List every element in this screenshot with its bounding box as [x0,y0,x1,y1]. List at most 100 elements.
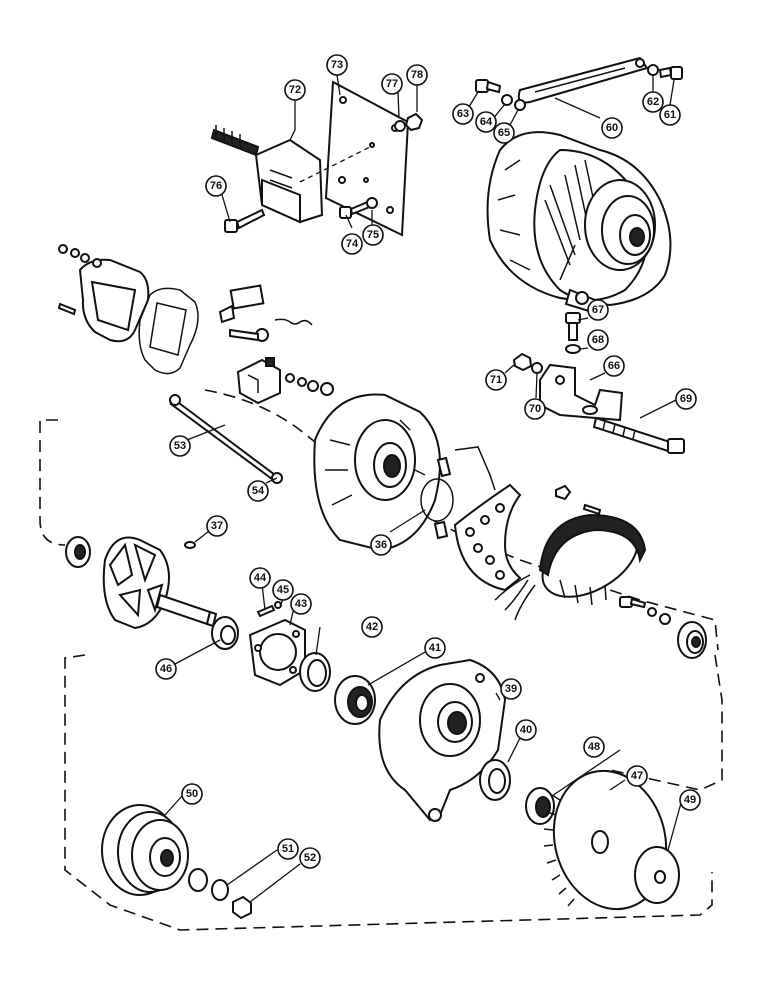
bearing-seal-inner [307,659,327,687]
svg-text:51: 51 [282,843,294,855]
callout-68: 68 [587,329,609,351]
stator-screw-set [619,596,671,625]
callout-39: 39 [500,678,522,700]
drive-spacer-inner [488,768,506,794]
strap-washer-b [514,99,526,111]
svg-text:44: 44 [254,572,267,584]
brush-spring [274,318,313,326]
callout-53: 53 [169,435,191,457]
insulator-plate [229,284,265,310]
plate-nut [404,112,424,132]
callout-49: 49 [679,789,701,811]
drive-end-frame [378,658,507,822]
bracket-washer-top [565,344,581,354]
callout-64: 64 [475,111,497,133]
svg-text:36: 36 [375,539,387,551]
terminal-bolt [229,328,269,342]
svg-text:63: 63 [457,108,469,120]
svg-text:69: 69 [680,393,692,405]
svg-text:47: 47 [631,770,643,782]
callout-70: 70 [524,398,546,420]
svg-text:72: 72 [289,84,301,96]
svg-text:67: 67 [592,304,604,316]
voltage-regulator [210,125,324,224]
diode-lead [454,446,496,491]
drive-pulley [101,804,189,896]
diode-studs [433,456,452,540]
svg-text:45: 45 [277,584,289,596]
adjusting-strap [517,56,649,104]
callout-65: 65 [493,122,515,144]
svg-text:66: 66 [608,360,620,372]
svg-text:39: 39 [505,683,517,695]
callout-71: 71 [485,369,507,391]
svg-text:60: 60 [606,122,618,134]
brush-holder [236,357,281,405]
regulator-alignment-line [299,145,373,183]
svg-text:48: 48 [588,741,600,753]
bearing-retainer-plate [248,618,306,687]
svg-text:53: 53 [174,440,186,452]
rectifier-assembly [453,483,522,592]
callout-48: 48 [583,736,605,758]
thru-bolt-head [169,394,181,406]
end-bearing [677,621,707,659]
callout-37: 37 [206,515,228,537]
callout-40: 40 [515,719,537,741]
svg-text:40: 40 [520,724,532,736]
terminal-nuts [285,373,334,396]
strap-washer-a [501,94,513,106]
retainer-screw [256,604,276,618]
callout-62: 62 [642,91,664,113]
bracket-nut [512,352,533,372]
svg-text:76: 76 [210,180,222,192]
callout-42: 42 [361,616,383,638]
retainer-lockwasher [274,601,282,609]
callout-61: 61 [659,104,681,126]
callout-54: 54 [247,480,269,502]
alternator-assembly [486,131,672,314]
assembly-dashline-lower [64,654,713,931]
callout-75: 75 [362,224,384,246]
brush-clip [218,304,236,324]
callout-43: 43 [290,593,312,615]
callout-73: 73 [326,54,348,76]
svg-text:68: 68 [592,334,604,346]
svg-text:49: 49 [684,794,696,806]
pulley-lockwasher [211,879,229,901]
callout-44: 44 [249,567,271,589]
fan-washer-hole [654,870,666,884]
callout-50: 50 [181,783,203,805]
cover-screw [57,302,77,316]
strap-bolt-right [658,66,683,80]
bracket-long-bolt [592,416,685,454]
svg-text:77: 77 [386,78,398,90]
svg-text:62: 62 [647,96,659,108]
plate-nut-washer [394,120,406,132]
callout-45: 45 [272,579,294,601]
svg-text:65: 65 [498,127,510,139]
strap-bolt-left [475,79,502,94]
svg-text:73: 73 [331,59,343,71]
svg-text:46: 46 [160,663,172,675]
cover-nuts [58,244,102,268]
callout-74: 74 [341,233,363,255]
svg-text:37: 37 [211,520,223,532]
mounting-bracket [539,363,624,422]
terminal-nut-small [555,484,572,501]
svg-text:50: 50 [186,788,198,800]
svg-text:78: 78 [411,69,423,81]
callout-77: 77 [381,73,403,95]
svg-text:74: 74 [346,238,359,250]
strap-washer-right [647,64,659,76]
callout-63: 63 [452,103,474,125]
callout-78: 78 [406,64,428,86]
callout-47: 47 [626,765,648,787]
rotor [65,536,218,630]
leader-lines [164,74,682,903]
plate-washer [366,197,378,209]
assembly-dashline-upper [39,389,719,651]
callout-76: 76 [205,175,227,197]
svg-text:75: 75 [367,229,379,241]
